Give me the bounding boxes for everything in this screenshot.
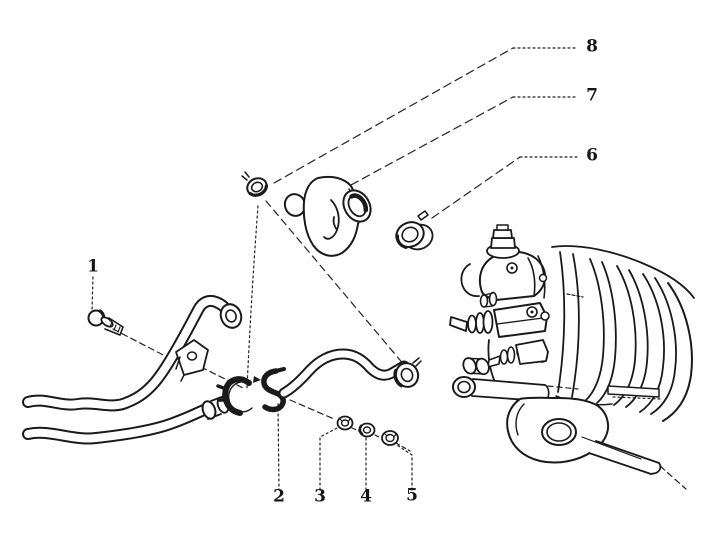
bracket-eye-inner	[546, 422, 572, 442]
spark-plug-lower	[487, 339, 549, 368]
clamp-position-line-vertical	[246, 205, 259, 389]
head-cover	[460, 224, 584, 301]
part-fasteners	[336, 415, 399, 446]
nut-5	[381, 430, 399, 446]
leader-lines	[91, 47, 687, 491]
part-bolt	[87, 309, 124, 336]
pipe-bracket	[175, 339, 209, 382]
callout-6: 6	[586, 145, 598, 166]
callout-5: 5	[406, 485, 418, 506]
cooling-fins	[584, 258, 693, 422]
clamp-position-line-diagonal	[265, 200, 406, 367]
dome	[478, 250, 547, 301]
leader-6	[431, 156, 521, 219]
part-engine-assembly	[449, 224, 695, 475]
pipe-port-ring	[219, 303, 243, 329]
assembly-axis	[289, 399, 335, 420]
part-junction-clip	[216, 376, 253, 416]
stud	[479, 291, 498, 308]
bracket-eye-outer	[541, 418, 577, 446]
bracket-position-line	[200, 366, 246, 390]
assembly-axis	[374, 434, 382, 439]
inlet-tube	[452, 376, 550, 403]
left-lobe	[460, 263, 480, 297]
part-clamp-top	[241, 171, 269, 197]
assembly-axis	[395, 442, 411, 452]
leader-3	[319, 426, 340, 491]
leader-arrowhead	[253, 376, 261, 383]
callout-2: 2	[273, 486, 285, 507]
shroud-foot	[607, 385, 660, 398]
part-band-clamp	[395, 210, 434, 251]
elbow-opening	[342, 189, 372, 223]
part-air-pipe	[22, 294, 243, 412]
leader-1	[91, 276, 94, 311]
mounting-bracket	[506, 396, 662, 475]
nut-3	[336, 415, 354, 431]
port-knob	[462, 357, 490, 376]
top-fitting-bolt	[496, 224, 509, 231]
assembly-axis	[351, 427, 360, 432]
clamp-screw-housing	[417, 210, 429, 221]
part-elbow-hose	[283, 175, 372, 257]
callout-1: 1	[87, 256, 99, 277]
callout-3: 3	[314, 486, 326, 507]
bracket-arm-tail-line	[659, 465, 687, 490]
engine-port-line	[547, 385, 579, 390]
top-fitting-body	[490, 237, 516, 249]
washer-4	[358, 422, 376, 438]
leader-2	[277, 403, 280, 491]
callout-4: 4	[360, 486, 372, 507]
shroud-top-edge	[551, 245, 695, 299]
callout-7: 7	[586, 85, 598, 106]
callout-8: 8	[586, 36, 598, 57]
leader-8	[273, 47, 514, 184]
part-hose-clamp-lower	[393, 357, 422, 388]
leader-5	[396, 444, 413, 491]
part-breather-hose	[278, 348, 410, 399]
bolt-position-line	[112, 328, 172, 360]
top-fitting-cap	[492, 229, 513, 239]
leader-7	[350, 96, 514, 186]
part-spring-clamp	[261, 367, 286, 413]
elbow-inner-curl	[323, 199, 340, 240]
